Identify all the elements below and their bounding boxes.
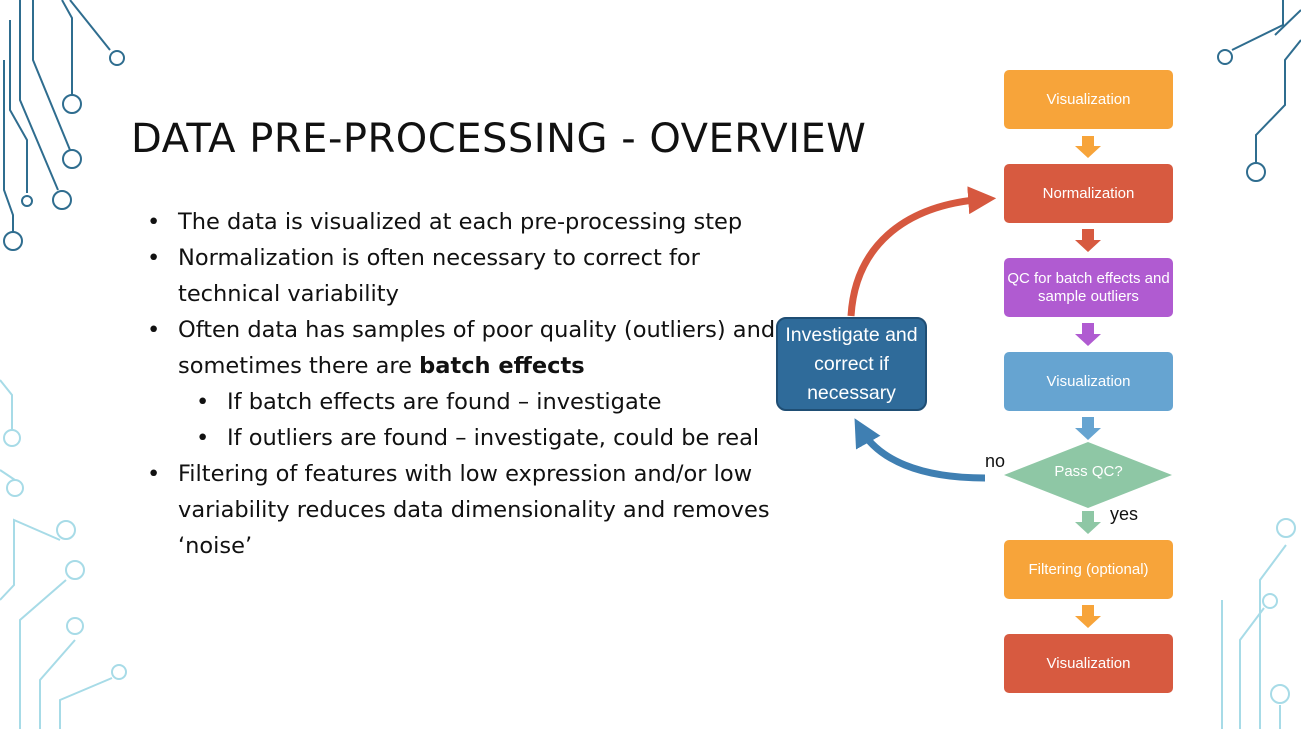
arrow-down-icon	[1075, 323, 1101, 346]
bullet-dot-icon: •	[147, 245, 161, 271]
bullet-item: • Often data has samples of poor quality…	[147, 312, 787, 384]
bullet-dot-icon: •	[147, 461, 161, 487]
arrow-down-icon	[1075, 417, 1101, 440]
bullet-text: Filtering of features with low expressio…	[178, 461, 770, 559]
bullet-item: • Filtering of features with low express…	[147, 456, 787, 564]
step-filtering: Filtering (optional)	[1004, 540, 1173, 599]
investigate-box: Investigate and correct if necessary	[776, 317, 927, 411]
bullet-dot-icon: •	[196, 425, 210, 451]
decision-diamond	[1004, 442, 1172, 508]
loop-arrow-red	[847, 186, 997, 317]
bullet-item: • Normalization is often necessary to co…	[147, 240, 787, 312]
step-visualization: Visualization	[1004, 70, 1173, 129]
step-visualization-3: Visualization	[1004, 634, 1173, 693]
decision-label: Pass QC?	[1054, 463, 1123, 480]
bullet-dot-icon: •	[147, 317, 161, 343]
sub-bullet-item: • If batch effects are found – investiga…	[147, 384, 787, 420]
bullet-bold-text: batch effects	[419, 353, 585, 379]
bullet-text: The data is visualized at each pre-proce…	[178, 209, 743, 235]
arrow-down-icon	[1075, 511, 1101, 534]
no-label: no	[985, 451, 1006, 471]
bullet-dot-icon: •	[147, 209, 161, 235]
bullet-dot-icon: •	[196, 389, 210, 415]
step-visualization-2: Visualization	[1004, 352, 1173, 411]
step-qc: QC for batch effects and sample outliers	[1004, 258, 1173, 317]
bullet-text: If batch effects are found – investigate	[227, 389, 662, 415]
slide-title: DATA PRE-PROCESSING - OVERVIEW	[131, 116, 867, 162]
step-normalization: Normalization	[1004, 164, 1173, 223]
loop-arrow-blue	[854, 418, 986, 482]
sub-bullet-item: • If outliers are found – investigate, c…	[147, 420, 787, 456]
yes-label: yes	[1110, 504, 1139, 524]
bullet-text: Often data has samples of poor quality (…	[178, 317, 776, 379]
bullet-text: If outliers are found – investigate, cou…	[227, 425, 760, 451]
bullet-item: • The data is visualized at each pre-pro…	[147, 204, 787, 240]
bullet-list: • The data is visualized at each pre-pro…	[147, 204, 787, 564]
arrow-down-icon	[1075, 605, 1101, 628]
arrow-down-icon	[1075, 229, 1101, 252]
arrow-down-icon	[1075, 136, 1101, 158]
bullet-text: Normalization is often necessary to corr…	[178, 245, 700, 307]
